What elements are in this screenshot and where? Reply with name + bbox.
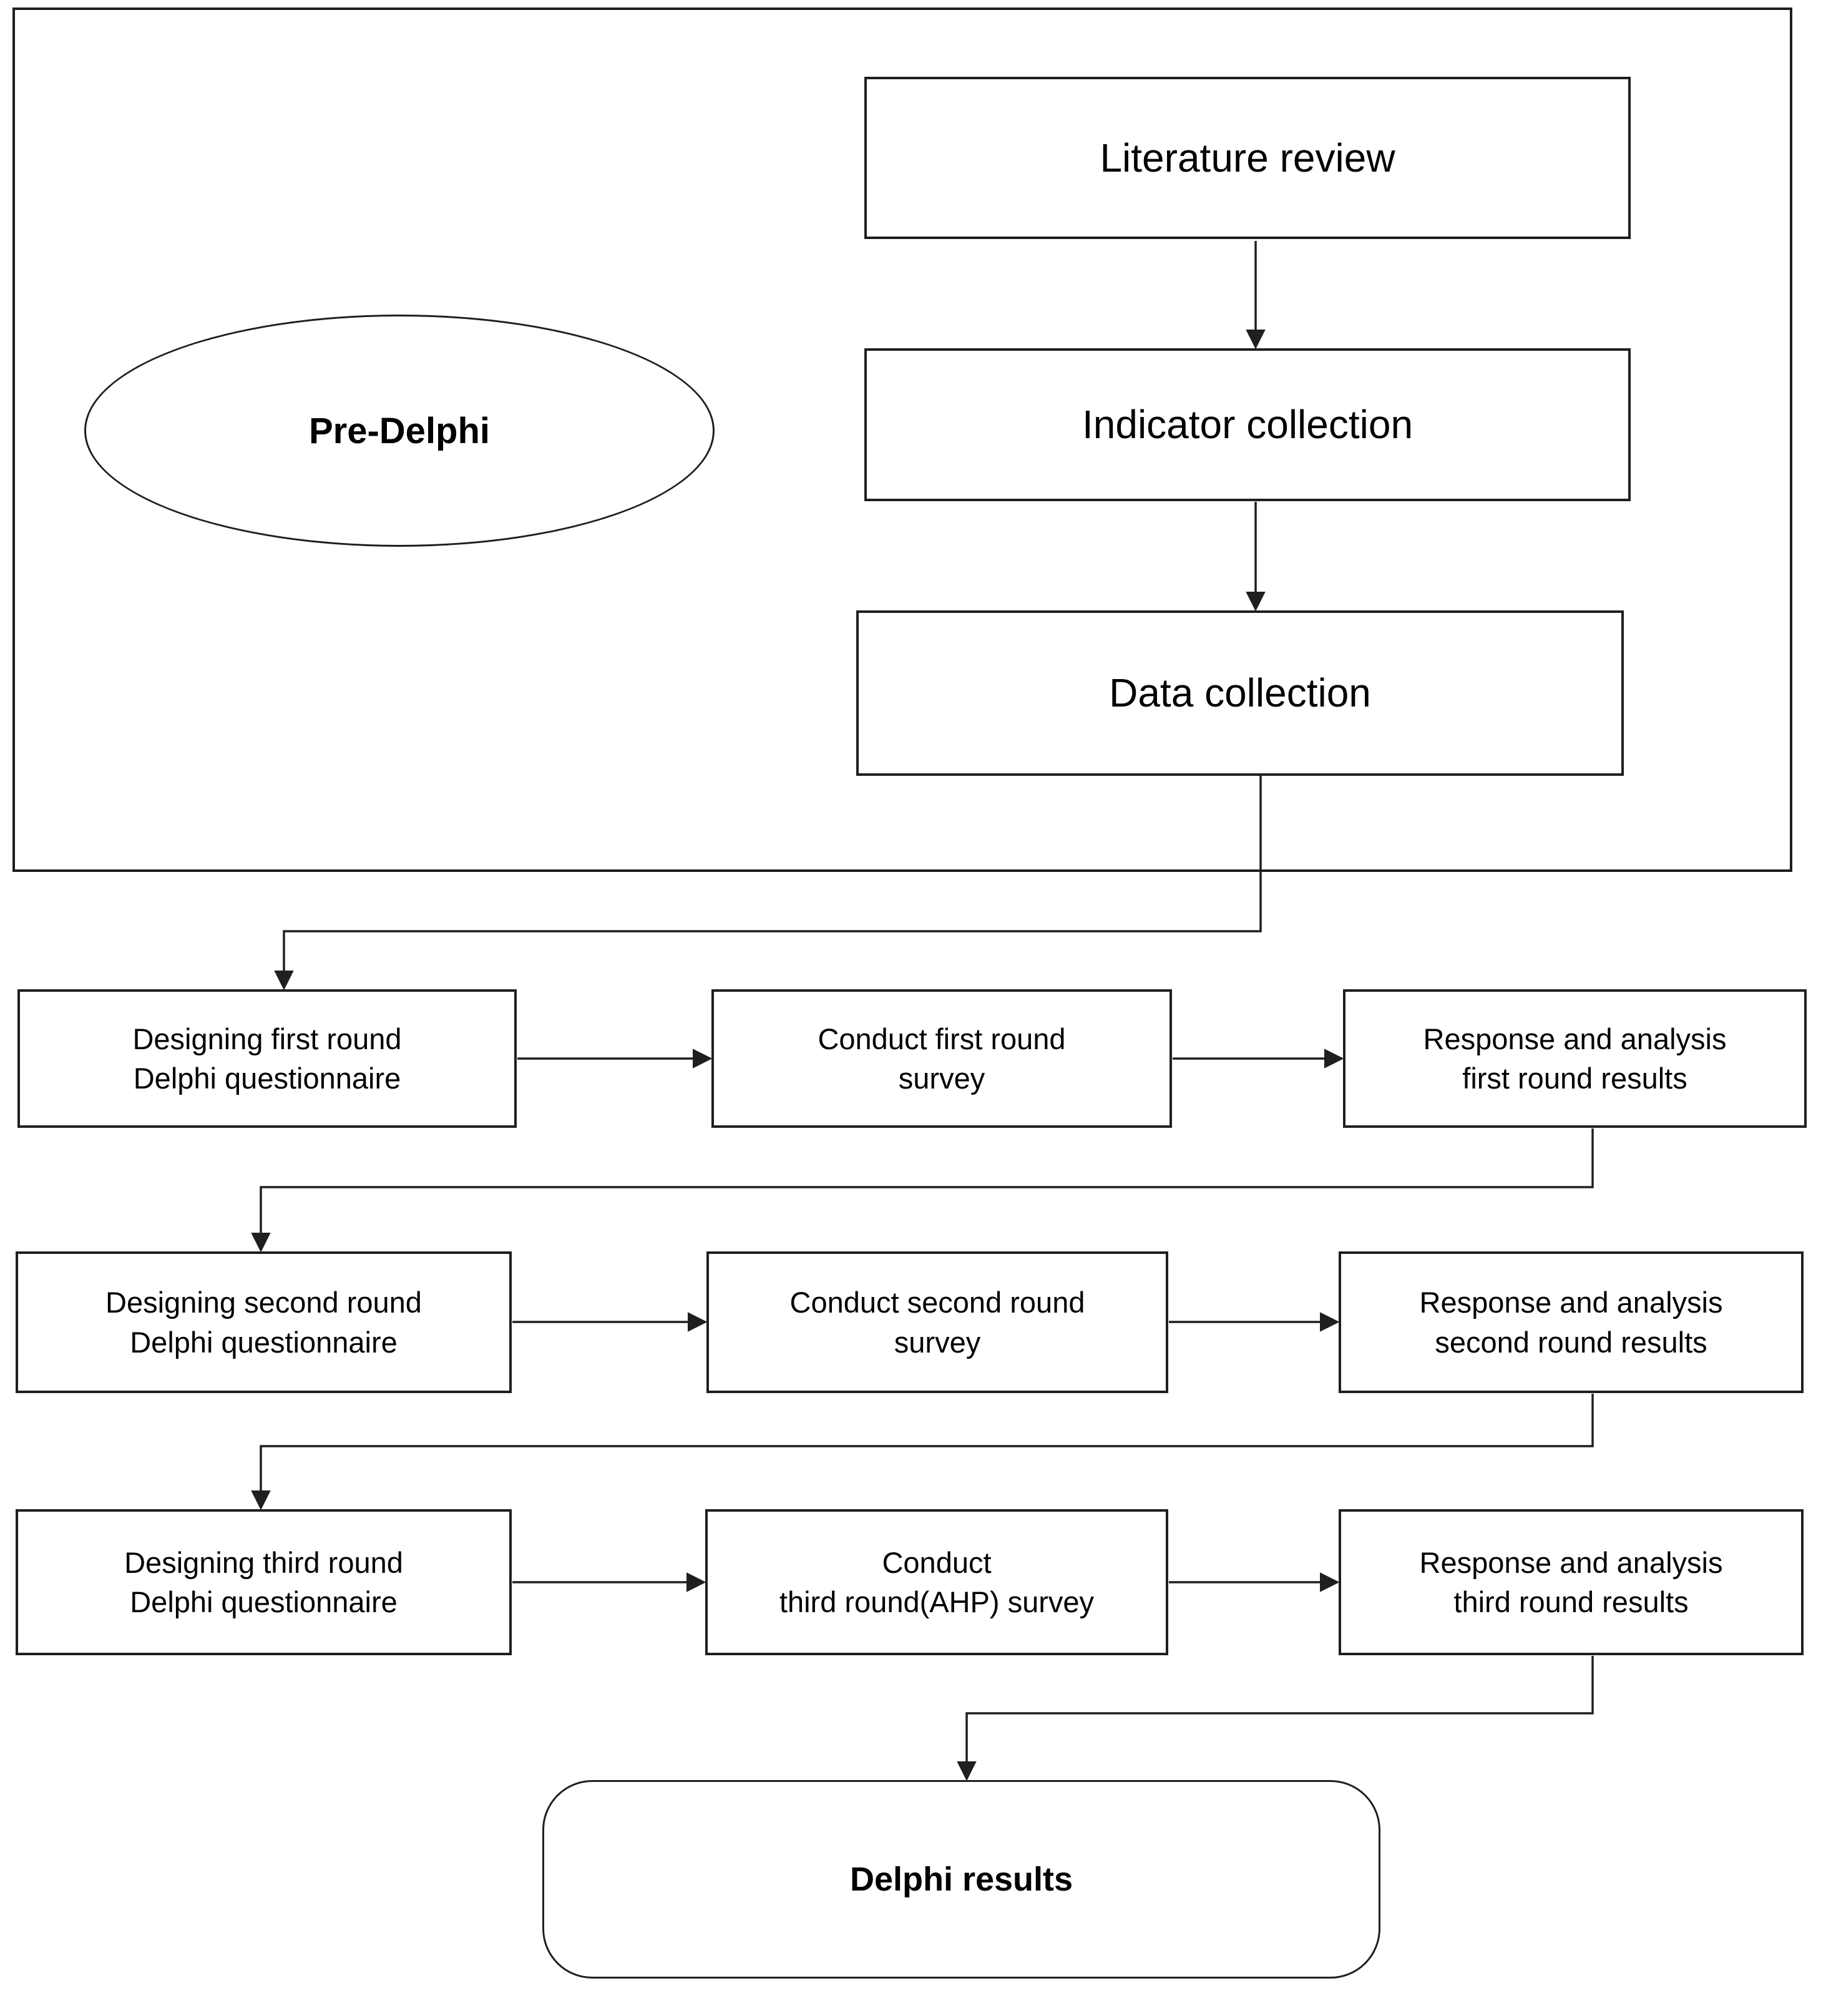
- design-round-3-line1: Designing third round: [124, 1545, 403, 1579]
- design-round-1-box: Designing first round Delphi questionnai…: [17, 989, 517, 1128]
- response-round-1-line1: Response and analysis: [1423, 1022, 1727, 1055]
- delphi-results-box: Delphi results: [542, 1780, 1380, 1979]
- conduct-round-2-line2: survey: [894, 1325, 981, 1359]
- response-round-3-line2: third round results: [1453, 1585, 1689, 1618]
- conduct-round-3-line1: Conduct: [882, 1545, 992, 1579]
- response-round-1-line2: first round results: [1462, 1062, 1687, 1095]
- data-collection-label: Data collection: [1109, 670, 1371, 716]
- conduct-round-1-line2: survey: [898, 1062, 985, 1095]
- response-round-2-line1: Response and analysis: [1419, 1286, 1723, 1319]
- connector-response2-to-round3: [251, 1394, 1594, 1510]
- response-round-2-box: Response and analysis second round resul…: [1339, 1251, 1804, 1393]
- response-round-3-box: Response and analysis third round result…: [1339, 1509, 1804, 1655]
- indicator-collection-box: Indicator collection: [864, 348, 1631, 501]
- conduct-round-3-line2: third round(AHP) survey: [779, 1585, 1095, 1618]
- literature-review-label: Literature review: [1100, 135, 1395, 180]
- literature-review-box: Literature review: [864, 77, 1631, 239]
- response-round-1-box: Response and analysis first round result…: [1343, 989, 1807, 1128]
- data-collection-box: Data collection: [856, 610, 1624, 776]
- design-round-2-box: Designing second round Delphi questionna…: [16, 1251, 512, 1393]
- conduct-round-1-line1: Conduct first round: [818, 1022, 1066, 1055]
- design-round-2-line1: Designing second round: [105, 1286, 422, 1319]
- design-round-2-line2: Delphi questionnaire: [130, 1325, 398, 1359]
- response-round-3-line1: Response and analysis: [1419, 1545, 1723, 1579]
- response-round-2-line2: second round results: [1435, 1325, 1707, 1359]
- design-round-1-line2: Delphi questionnaire: [133, 1062, 401, 1095]
- design-round-3-line2: Delphi questionnaire: [130, 1585, 398, 1618]
- connector-response3-to-result: [957, 1656, 1594, 1781]
- conduct-round-2-line1: Conduct second round: [789, 1286, 1085, 1319]
- pre-delphi-label: Pre-Delphi: [308, 410, 491, 451]
- design-round-1-line1: Designing first round: [132, 1022, 402, 1055]
- design-round-3-box: Designing third round Delphi questionnai…: [16, 1509, 512, 1655]
- conduct-round-3-box: Conduct third round(AHP) survey: [705, 1509, 1168, 1655]
- delphi-results-label: Delphi results: [849, 1861, 1073, 1898]
- pre-delphi-ellipse: Pre-Delphi: [84, 315, 715, 547]
- pre-delphi-stage-frame: [12, 7, 1792, 872]
- indicator-collection-label: Indicator collection: [1082, 402, 1414, 448]
- connector-response1-to-round2: [251, 1128, 1594, 1253]
- conduct-round-2-box: Conduct second round survey: [706, 1251, 1168, 1393]
- conduct-round-1-box: Conduct first round survey: [711, 989, 1172, 1128]
